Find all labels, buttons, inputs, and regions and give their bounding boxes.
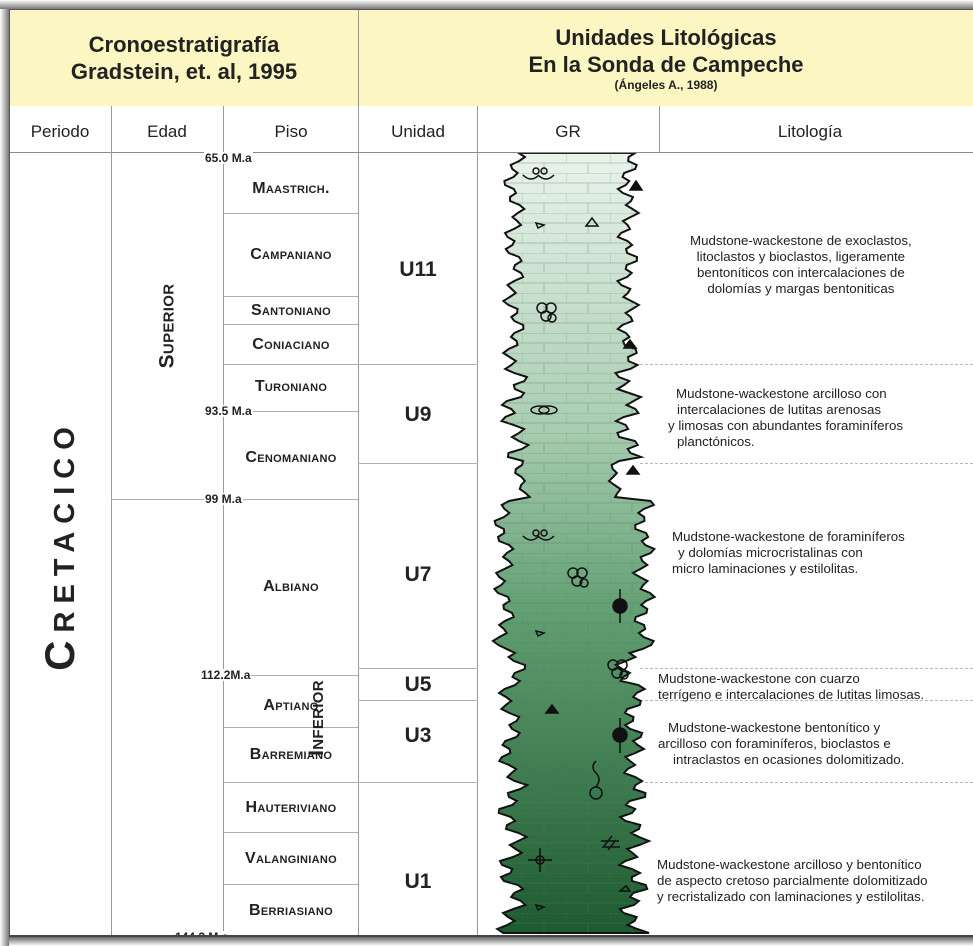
col-periodo: Periodo [30,122,90,141]
piso-campaniano: Campaniano [250,246,332,263]
divider [358,700,478,701]
divider [659,106,660,152]
piso-barremiano: Barremiano [249,746,333,763]
header-right: Unidades Litológicas En la Sonda de Camp… [359,10,973,106]
divider [640,463,973,464]
periodo-label: Cretacico [36,418,83,671]
divider [224,324,358,325]
piso-turoniano: Turoniano [254,378,328,395]
divider [477,106,478,936]
col-gr: GR [555,122,581,141]
piso-maastrich: Maastrich. [252,180,330,197]
lith-u11: Mudstone-wackestone de exoclastos, litoc… [690,233,912,297]
divider [224,675,358,676]
piso-santoniano: Santoniano [250,301,332,319]
lith-line: y limosas con abundantes foraminíferos [668,418,904,433]
col-edad: Edad [147,122,187,141]
divider [224,832,358,833]
lith-line: de aspecto cretoso parcialmente dolomiti… [657,873,928,888]
lith-u5: Mudstone-wackestone con cuarzo terrígeno… [658,671,924,703]
unit-u1: U1 [404,870,432,893]
piso-hauteriviano: Hauteriviano [245,798,337,816]
lith-u3: Mudstone-wackestone bentonítico y arcill… [658,720,905,768]
lith-line: y dolomías microcristalinas con [678,545,863,560]
age-65: 65.0 M.a [204,151,253,165]
age-93: 93.5 M.a [204,404,253,418]
divider [358,668,478,669]
lith-line: Mudstone-wackestone arcilloso y bentonít… [657,857,922,872]
periodo-label-wrap: Cretacico [10,153,110,936]
gr-log [491,153,657,934]
header-left: Cronoestratigrafía Gradstein, et. al, 19… [10,10,358,106]
piso-aptiano: Aptiano [263,697,319,714]
unit-u5: U5 [404,672,432,696]
top-shadow [0,0,973,9]
lith-line: micro laminaciones y estilolitas. [672,561,859,576]
lith-line: planctónicos. [677,434,755,449]
lith-line: Mudstone-wackestone de foraminíferos [672,529,905,544]
divider [224,411,358,412]
divider [224,782,478,783]
lith-line: dolomías y margas bentoniticas [707,281,895,296]
edad-inferior-wrap: Inferior [112,500,328,936]
piso-cenomaniano: Cenomaniano [245,449,337,466]
col-unidad: Unidad [391,122,445,141]
divider [640,668,973,669]
divider [640,700,973,701]
unit-u9: U9 [404,403,432,426]
lith-line: y recristalizado con laminaciones y esti… [657,889,925,904]
header-right-title-2: En la Sonda de Campeche [528,52,804,77]
divider [640,364,973,365]
header-right-subtitle: (Ángeles A., 1988) [614,78,718,92]
lith-line: intraclastos en ocasiones dolomitizado. [673,752,905,767]
piso-valanginiano: Valanginiano [245,849,337,867]
piso-berriasiano: Berriasiano [249,901,333,919]
lith-line: bentoníticos con intercalaciones de [697,265,905,280]
lith-u9: Mudstone-wackestone arcilloso con interc… [668,386,903,450]
unit-u3: U3 [404,724,432,747]
header-left-title-1: Cronoestratigrafía [88,32,280,57]
edad-superior-wrap: Superior [112,153,222,499]
bottom-shadow [0,937,973,946]
lith-line: Mudstone-wackestone bentonítico y [668,720,881,735]
divider [358,463,478,464]
col-piso: Piso [274,122,308,141]
lith-line: terrígeno e intercalaciones de lutitas l… [658,687,925,702]
divider [224,296,358,297]
lith-line: intercalaciones de lutitas arenosas [677,402,882,417]
lith-line: litoclastos y bioclastos, ligeramente [696,249,906,264]
divider [224,364,478,365]
edad-superior: Superior [155,283,178,369]
piso-coniaciano: Coniaciano [252,335,330,353]
header-right-title-1: Unidades Litológicas [555,25,777,50]
divider [224,727,358,728]
header-rule [10,152,973,153]
lith-u7: Mudstone-wackestone de foraminíferos y d… [672,529,905,577]
divider [224,884,358,885]
unit-u7: U7 [404,563,432,586]
divider [358,10,359,936]
divider [224,213,358,214]
lith-u1: Mudstone-wackestone arcilloso y bentonít… [657,857,928,905]
age-112: 112.2M.a [200,668,252,682]
lith-line: arcilloso con foraminíferos, bioclastos … [658,736,891,751]
age-99: 99 M.a [204,492,243,506]
lith-line: Mudstone-wackestone de exoclastos, [690,233,912,248]
divider [223,106,224,936]
lith-line: Mudstone-wackestone con cuarzo [658,671,860,686]
unit-u11: U11 [399,258,437,281]
header-left-title-2: Gradstein, et. al, 1995 [70,59,298,84]
col-litologia: Litología [777,122,843,141]
left-shadow [0,0,9,946]
lith-line: Mudstone-wackestone arcilloso con [676,386,887,401]
divider [111,106,112,936]
piso-albiano: Albiano [263,578,319,595]
divider [640,782,973,783]
